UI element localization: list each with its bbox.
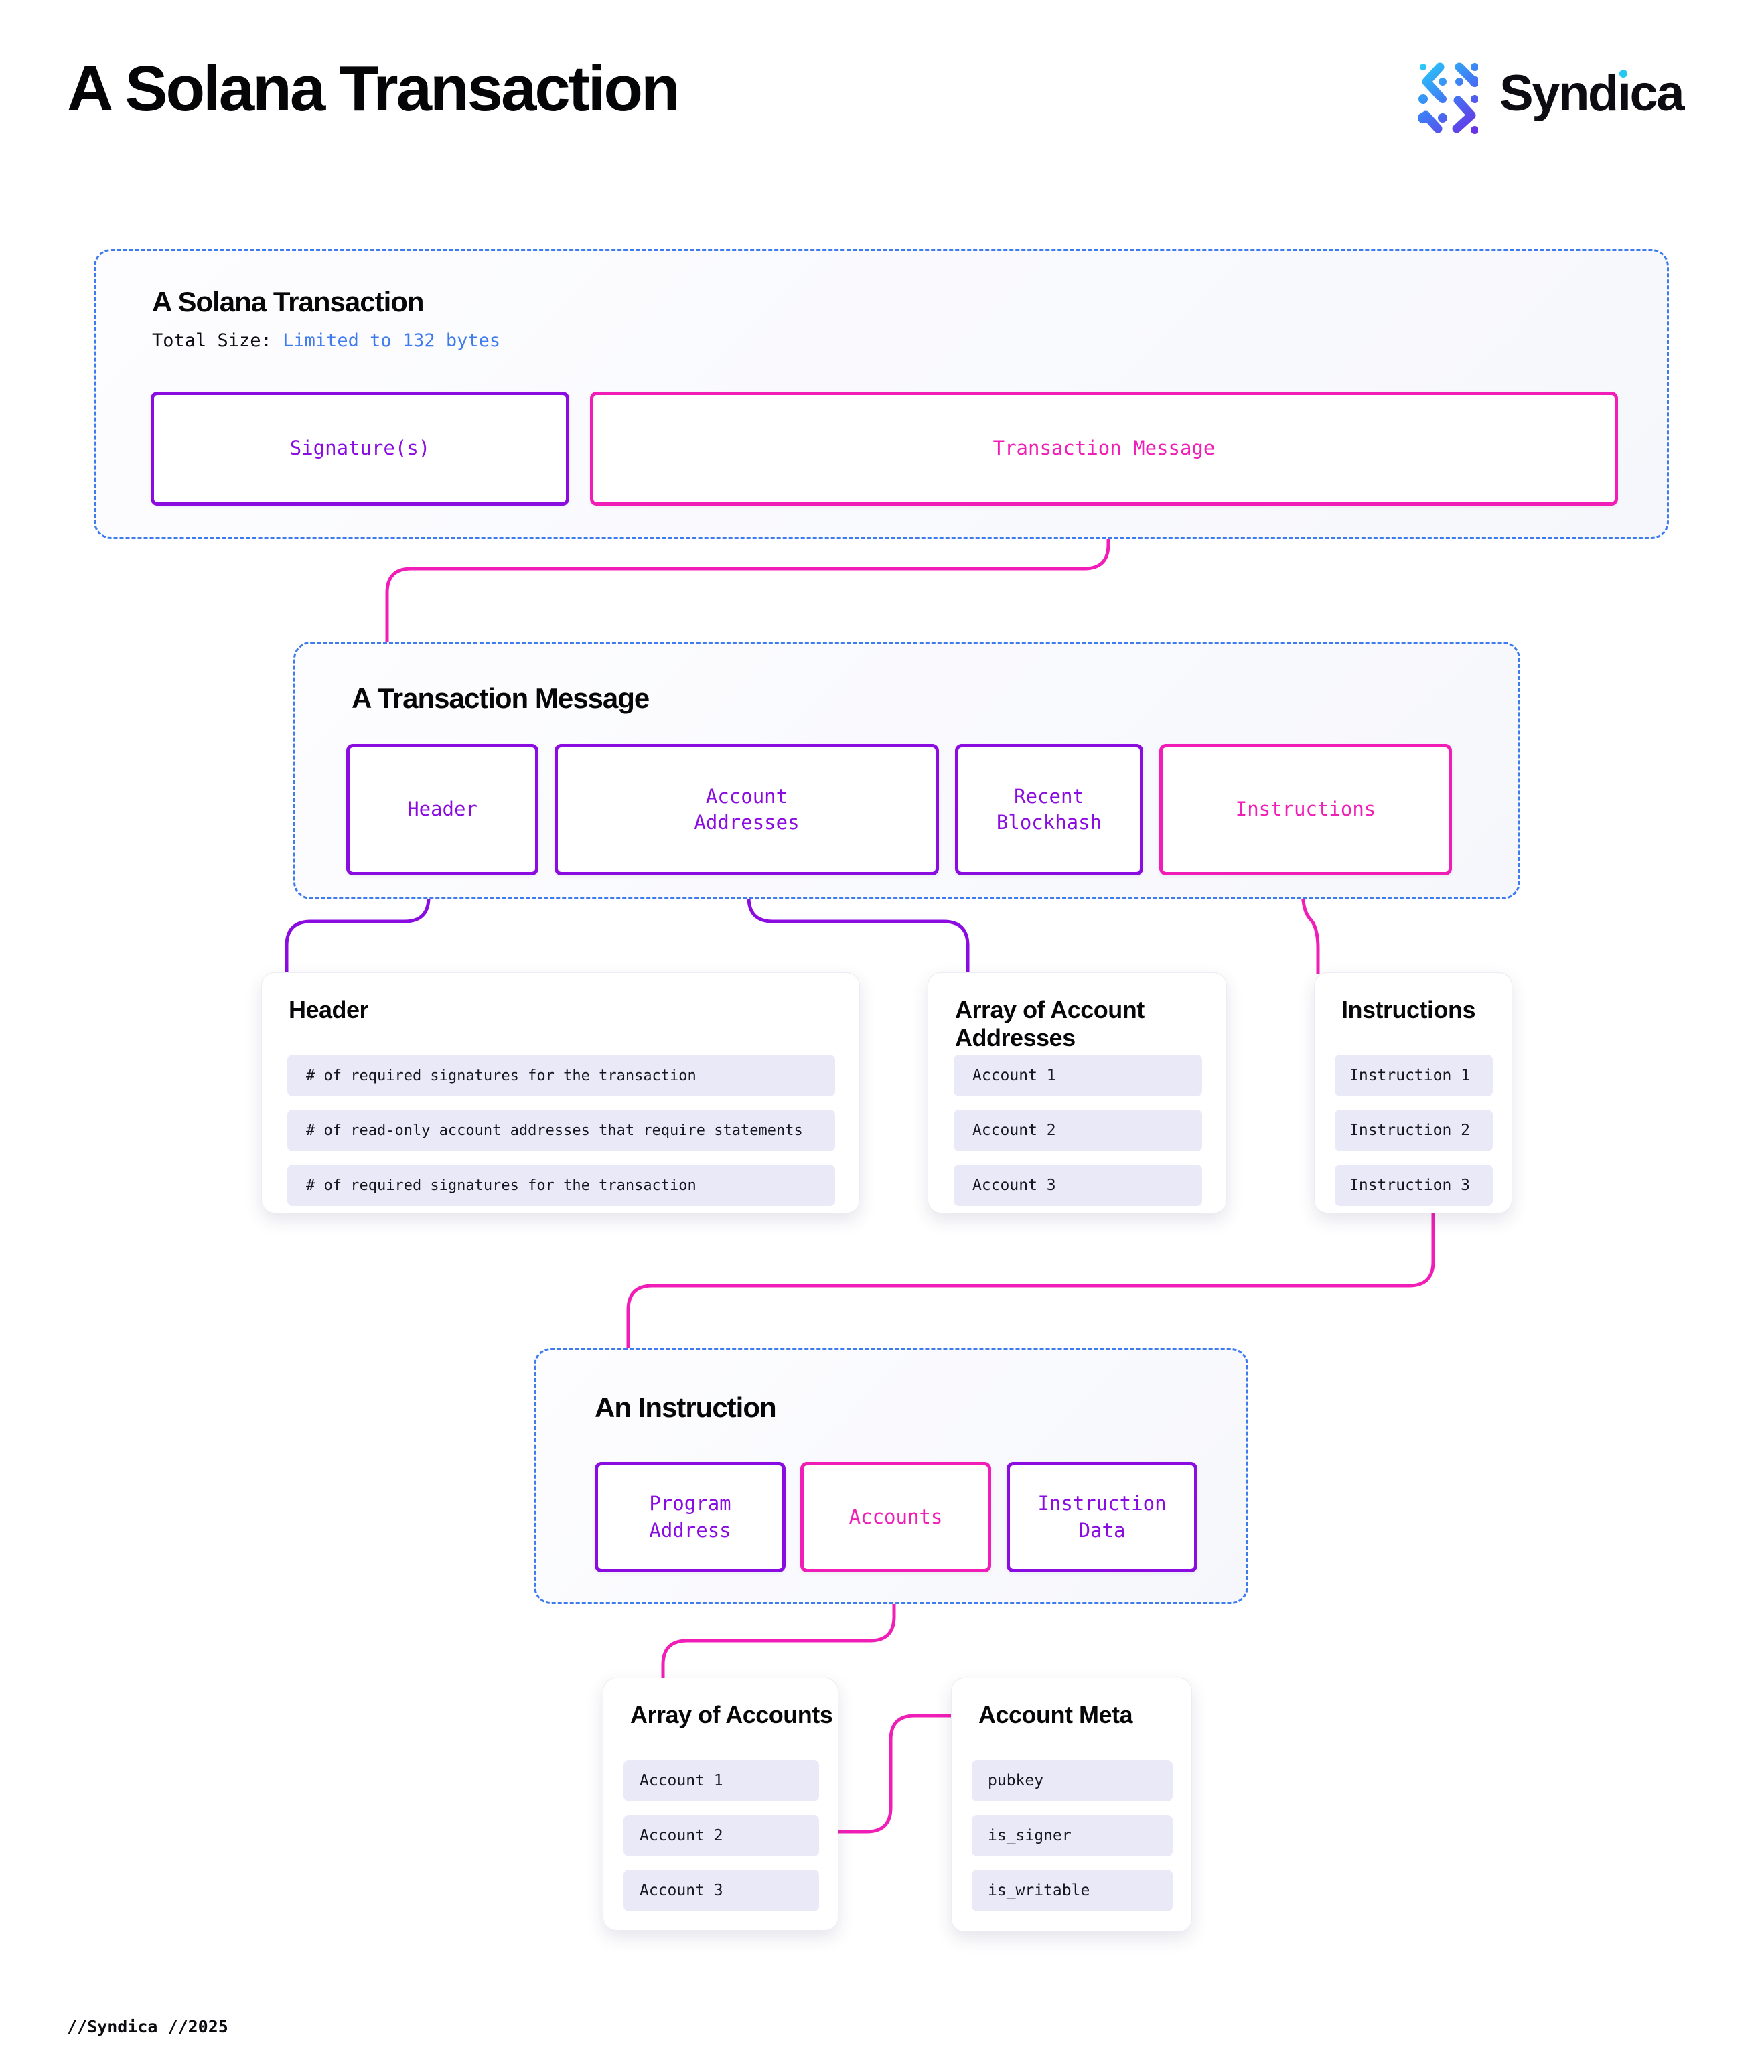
account-meta-row-is-signer: is_signer (972, 1815, 1173, 1856)
accounts-row-3: Account 3 (623, 1870, 819, 1911)
total-size-label: Total Size: (152, 330, 272, 351)
panel-an-instruction-title: An Instruction (595, 1392, 777, 1423)
panel-solana-transaction-title: A Solana Transaction (152, 286, 425, 317)
node-instruction-data: Instruction Data (1007, 1462, 1197, 1572)
header-row-3: # of required signatures for the transac… (287, 1165, 835, 1206)
footer-credit: //Syndica //2025 (67, 2017, 228, 2037)
node-instructions-label: Instructions (1235, 798, 1376, 821)
accounts-row-2: Account 2 (623, 1815, 819, 1856)
node-recent-blockhash-label: Recent Blockhash (996, 784, 1102, 834)
instruction-row-2: Instruction 2 (1335, 1110, 1493, 1151)
account-meta-row-pubkey: pubkey (972, 1760, 1173, 1801)
node-program-address: Program Address (595, 1462, 786, 1572)
instruction-row-3: Instruction 3 (1335, 1165, 1493, 1206)
node-header-label: Header (407, 798, 477, 821)
account-address-row-2: Account 2 (954, 1110, 1202, 1151)
account-address-row-3: Account 3 (954, 1165, 1202, 1206)
accounts-row-1: Account 1 (623, 1760, 819, 1801)
instruction-row-1: Instruction 1 (1335, 1055, 1493, 1096)
node-instruction-data-label: Instruction Data (1037, 1492, 1167, 1542)
panel-transaction-message: A Transaction Message Header Account Add… (293, 642, 1520, 899)
node-transaction-message: Transaction Message (590, 392, 1618, 506)
card-account-meta-title: Account Meta (978, 1701, 1133, 1728)
panel-solana-transaction: A Solana Transaction Total Size: Limited… (94, 249, 1669, 539)
card-account-addresses-title: Array of Account Addresses (955, 996, 1145, 1051)
node-account-addresses-label: Account Addresses (694, 784, 800, 834)
syndica-logo-text: Syndıca (1499, 65, 1684, 122)
header-row-2: # of read-only account addresses that re… (287, 1110, 835, 1151)
node-recent-blockhash: Recent Blockhash (955, 744, 1143, 875)
total-size-line: Total Size: Limited to 132 bytes (152, 330, 500, 351)
account-meta-row-is-writable: is_writable (972, 1870, 1173, 1911)
node-signatures-label: Signature(s) (289, 437, 431, 460)
panel-transaction-message-title: A Transaction Message (352, 682, 650, 714)
node-signatures: Signature(s) (151, 392, 569, 506)
card-account-addresses: Array of Account Addresses Account 1 Acc… (928, 972, 1227, 1213)
total-size-value: Limited to 132 bytes (283, 330, 501, 351)
syndica-logo: Syndıca (1418, 59, 1726, 142)
connector-instructionscard-to-instructionpanel (626, 1213, 1435, 1348)
node-instructions: Instructions (1159, 744, 1452, 875)
node-accounts: Accounts (800, 1462, 991, 1572)
card-array-of-accounts-title: Array of Accounts (630, 1701, 833, 1728)
card-instructions: Instructions Instruction 1 Instruction 2… (1314, 972, 1512, 1213)
syndica-logo-mark (1418, 62, 1478, 134)
node-account-addresses: Account Addresses (555, 744, 939, 875)
card-array-of-accounts: Array of Accounts Account 1 Account 2 Ac… (603, 1678, 838, 1931)
page-title: A Solana Transaction (67, 53, 680, 125)
header-row-1: # of required signatures for the transac… (287, 1055, 835, 1096)
card-header-title: Header (289, 996, 369, 1023)
node-program-address-label: Program Address (649, 1492, 731, 1542)
card-account-meta: Account Meta pubkey is_signer is_writabl… (951, 1678, 1192, 1932)
node-header: Header (346, 744, 538, 875)
card-instructions-title: Instructions (1341, 996, 1476, 1023)
panel-an-instruction: An Instruction Program Address Accounts … (534, 1348, 1248, 1604)
card-header: Header # of required signatures for the … (261, 972, 860, 1213)
node-transaction-message-label: Transaction Message (993, 437, 1216, 460)
node-accounts-label: Accounts (849, 1505, 943, 1528)
account-address-row-1: Account 1 (954, 1055, 1202, 1096)
